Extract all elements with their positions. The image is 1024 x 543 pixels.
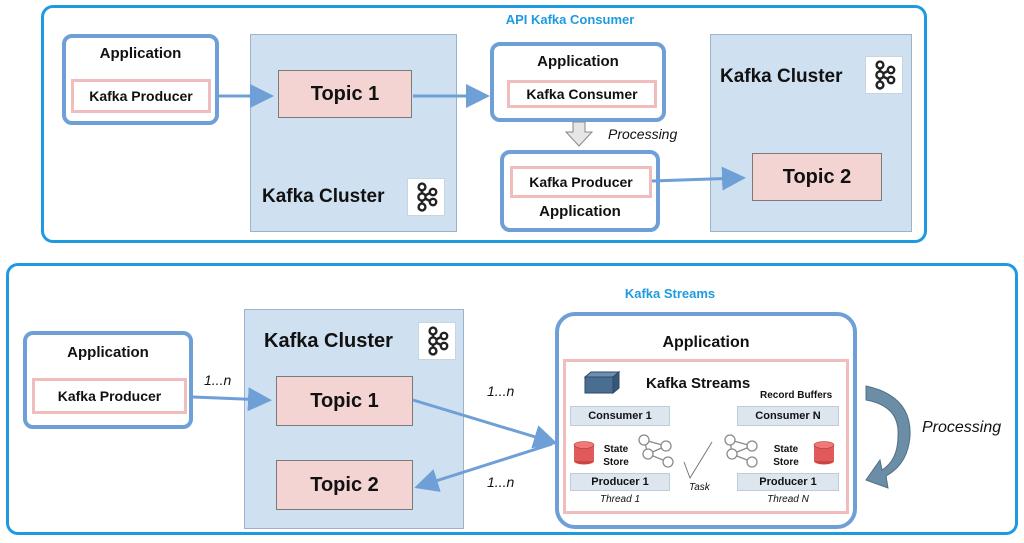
bottom-app1-kafka-producer: Kafka Producer <box>32 378 187 414</box>
stream-stack-icon <box>583 370 625 395</box>
processing-down-arrow <box>564 121 594 147</box>
top-app3-label: Application <box>539 203 621 220</box>
kafka-logo-icon <box>865 56 903 94</box>
top-topic-1: Topic 1 <box>278 70 412 118</box>
top-topic-2: Topic 2 <box>752 153 882 201</box>
record-buffers-label: Record Buffers <box>760 390 833 401</box>
bottom-mult-in: 1...n <box>204 372 232 388</box>
task-graph-icon <box>718 432 762 474</box>
state-store-left: State Store <box>603 444 629 468</box>
bottom-mult-out-1: 1...n <box>487 383 515 399</box>
top-app1-kafka-producer: Kafka Producer <box>71 79 211 113</box>
bottom-cluster-label: Kafka Cluster <box>264 330 393 352</box>
thread-1-label: Thread 1 <box>599 494 641 505</box>
consumer-n-bar: Consumer N <box>737 406 839 426</box>
top-app1-label: Application <box>99 45 182 62</box>
panel-title-bottom: Kafka Streams <box>624 286 716 301</box>
database-icon <box>572 440 596 466</box>
bottom-app1-label: Application <box>67 344 149 361</box>
arrow-producer-to-topic2 <box>651 166 746 191</box>
arrow-bottom-producer-to-topic1 <box>192 387 272 412</box>
producer-1-left-bar: Producer 1 <box>570 473 670 491</box>
bottom-processing-label: Processing <box>922 419 1002 436</box>
database-icon <box>812 440 836 466</box>
task-pointer-arrow <box>683 441 713 480</box>
arrow-streams-to-topic2 <box>414 442 553 492</box>
processing-curved-arrow <box>864 376 924 494</box>
top-app3-kafka-producer: Kafka Producer <box>510 166 652 198</box>
kafka-logo-icon <box>407 178 445 216</box>
thread-n-label: Thread N <box>767 494 809 505</box>
panel-title-top: API Kafka Consumer <box>505 12 635 27</box>
kafka-logo-icon <box>418 322 456 360</box>
bottom-mult-out-2: 1...n <box>487 474 515 490</box>
task-graph-icon <box>636 432 680 474</box>
bottom-topic-2: Topic 2 <box>276 460 413 510</box>
state-store-right: State Store <box>773 444 799 468</box>
consumer-1-bar: Consumer 1 <box>570 406 670 426</box>
top-cluster2-label: Kafka Cluster <box>720 66 843 87</box>
bottom-topic-1: Topic 1 <box>276 376 413 426</box>
task-label: Task <box>689 482 710 493</box>
top-app2-kafka-consumer: Kafka Consumer <box>507 80 657 108</box>
top-app2-label: Application <box>537 53 619 70</box>
streams-app-label: Application <box>662 334 750 351</box>
arrow-topic1-to-streams <box>412 398 558 449</box>
top-cluster1-label: Kafka Cluster <box>262 186 385 207</box>
top-processing-label: Processing <box>608 126 678 142</box>
kafka-streams-label: Kafka Streams <box>646 375 751 392</box>
producer-1-right-bar: Producer 1 <box>737 473 839 491</box>
